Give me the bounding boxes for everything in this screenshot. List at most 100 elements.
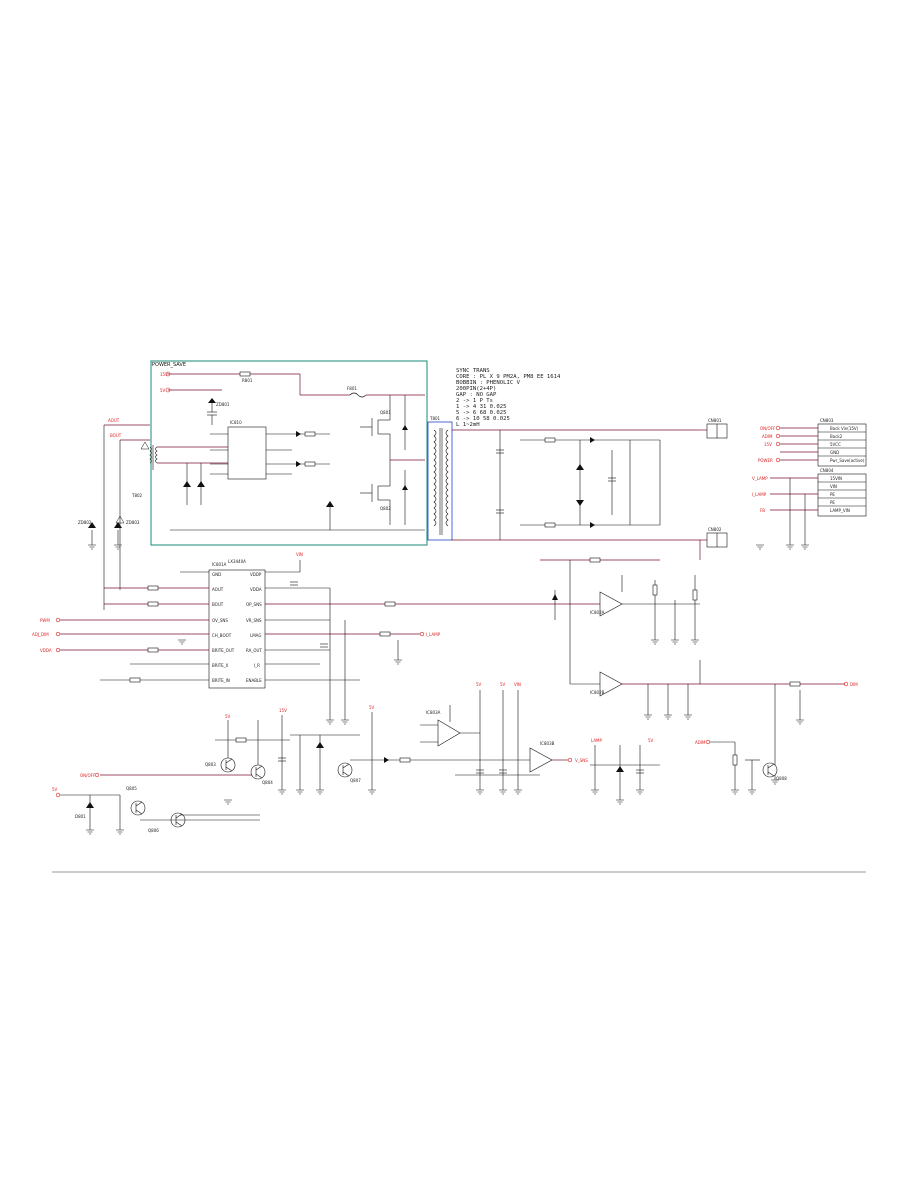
- warning-icon: [115, 515, 125, 524]
- ilamp-label: I_LAMP: [752, 492, 767, 497]
- cn803-pin: Back Vin(15V): [830, 426, 859, 431]
- bjt-q807: [337, 762, 353, 778]
- d801-label: D801: [75, 814, 86, 819]
- r801-label: R801: [242, 378, 253, 383]
- cn804-label: CN804: [820, 468, 834, 473]
- cn803-pin: GND: [830, 450, 839, 455]
- ic803a-label: IC803A: [426, 710, 441, 715]
- ic802a-label: IC802A: [590, 610, 605, 615]
- aout-net-label: AOUT: [108, 418, 120, 423]
- ic-pin: GND: [212, 572, 221, 577]
- q808-label: Q808: [776, 776, 787, 781]
- note-line: BOBBIN : PHENOLIC V: [456, 380, 521, 386]
- cn804-pin: LAMP_VIN: [830, 508, 850, 513]
- mosfet-high: [360, 418, 390, 436]
- vdda-net-label: VDDA: [40, 648, 52, 653]
- ic-pin: ENABLE: [246, 678, 262, 683]
- ic-pin: AOUT: [212, 587, 224, 592]
- power-save-block: [150, 360, 428, 546]
- op-amp: [599, 591, 623, 617]
- v5-br-label: 5V: [648, 738, 654, 743]
- power-label: POWER: [758, 458, 773, 463]
- ic-pin: BRITE_X: [212, 663, 229, 668]
- dim-net-label: DIM: [850, 682, 858, 687]
- vsns-net-label: V_SNS: [575, 758, 588, 763]
- transformer-t802: [149, 445, 158, 470]
- ic-pin: LMAG: [250, 633, 261, 638]
- mosfet-low: [360, 484, 390, 502]
- cn803-pin: Back2: [830, 434, 843, 439]
- cn804-pin: 15VIN: [830, 476, 842, 481]
- note-line: 1 -> 4 31 0.025: [456, 404, 507, 410]
- cn801-label: CN801: [708, 418, 722, 423]
- note-line: 200PIN(2+4P): [456, 386, 496, 392]
- bjt-q805: [130, 800, 146, 816]
- note-line: 2 -> 1 P Ts: [456, 398, 493, 404]
- fuse-symbol: [349, 392, 367, 398]
- main-transformer-frame: [427, 421, 453, 541]
- lamp-net-label: LAMP: [591, 738, 603, 743]
- cn804-pin: VIN: [830, 484, 837, 489]
- adim-label: ADIM: [762, 434, 773, 439]
- on-off-label: ON/OFF: [760, 426, 776, 431]
- q801-label: Q801: [380, 410, 391, 415]
- power-save-label: POWER_SAVE: [152, 362, 186, 368]
- main-transformer: [433, 428, 449, 535]
- v5-right-label: 5V: [369, 705, 375, 710]
- ic-pin: CH_BOOT: [212, 633, 232, 638]
- q804-label: Q804: [262, 780, 273, 785]
- ic-pin: OP_SNS: [246, 602, 262, 607]
- ic802b-label: IC802B: [590, 690, 605, 695]
- ic-pin: VR_SNS: [246, 618, 262, 623]
- cn803-label: CN803: [820, 418, 834, 423]
- vin-op-label: VIN: [514, 682, 521, 687]
- ic-pin: BRITE_IN: [212, 678, 230, 683]
- main-controller-ic: [208, 569, 266, 689]
- vin-net-label: 15V: [160, 372, 168, 377]
- cn803-pin: 5VCC: [830, 442, 841, 447]
- ic-pin: VDDA: [250, 587, 262, 592]
- cn803-pin: Pwr_Save(active): [830, 458, 865, 463]
- ic-name: LX3440A: [228, 559, 246, 564]
- note-line: SYNC TRANS: [456, 368, 490, 374]
- ic-pin: I_R: [254, 663, 260, 668]
- ic-pin: OV_SNS: [212, 618, 228, 623]
- zd801-label: ZD801: [216, 402, 230, 407]
- ic803b-label: IC803B: [540, 741, 555, 746]
- ic-pin: BRITE_OUT: [212, 648, 235, 653]
- vlamp-label: V_LAMP: [752, 476, 768, 481]
- controller-ic: [227, 426, 267, 480]
- ic-ref: IC801A: [212, 562, 227, 567]
- fb-label: FB: [760, 508, 765, 513]
- v15-label: 15V: [764, 442, 772, 447]
- cn804-pin: PE: [830, 492, 835, 497]
- zener-diode: [208, 398, 216, 403]
- zd802-label: ZD802: [78, 520, 92, 525]
- v5-net-label: 5V: [160, 388, 166, 393]
- note-line: 6 -> 10 58 0.025: [456, 416, 510, 422]
- cn804-pin: PE: [830, 500, 835, 505]
- zd803-label: ZD803: [126, 520, 140, 525]
- op-amp: [437, 719, 461, 747]
- resistor: [239, 371, 251, 377]
- ic810-label: IC810: [230, 420, 242, 425]
- ic-pin: VDDP: [250, 572, 262, 577]
- ground-symbols: [86, 544, 809, 835]
- adj-dim-net-label: ADJ_DIM: [32, 632, 49, 637]
- connector-cn803: [817, 423, 867, 467]
- v15-mid-label: 15V: [279, 708, 287, 713]
- note-line: 5 -> 6 68 0.025: [456, 410, 507, 416]
- ic-pin: BOUT: [212, 602, 224, 607]
- t801-label: T801: [429, 416, 441, 421]
- q806-label: Q806: [148, 828, 159, 833]
- bjt-q803: [220, 757, 236, 773]
- q803-label: Q803: [205, 762, 216, 767]
- cn802-label: CN802: [708, 527, 722, 532]
- connector-cn804: [817, 473, 867, 517]
- pwm-net-label: PWM: [40, 618, 50, 623]
- q807-label: Q807: [350, 778, 361, 783]
- warning-icon: [140, 441, 150, 450]
- on-off-net-label: ON/OFF: [80, 773, 96, 778]
